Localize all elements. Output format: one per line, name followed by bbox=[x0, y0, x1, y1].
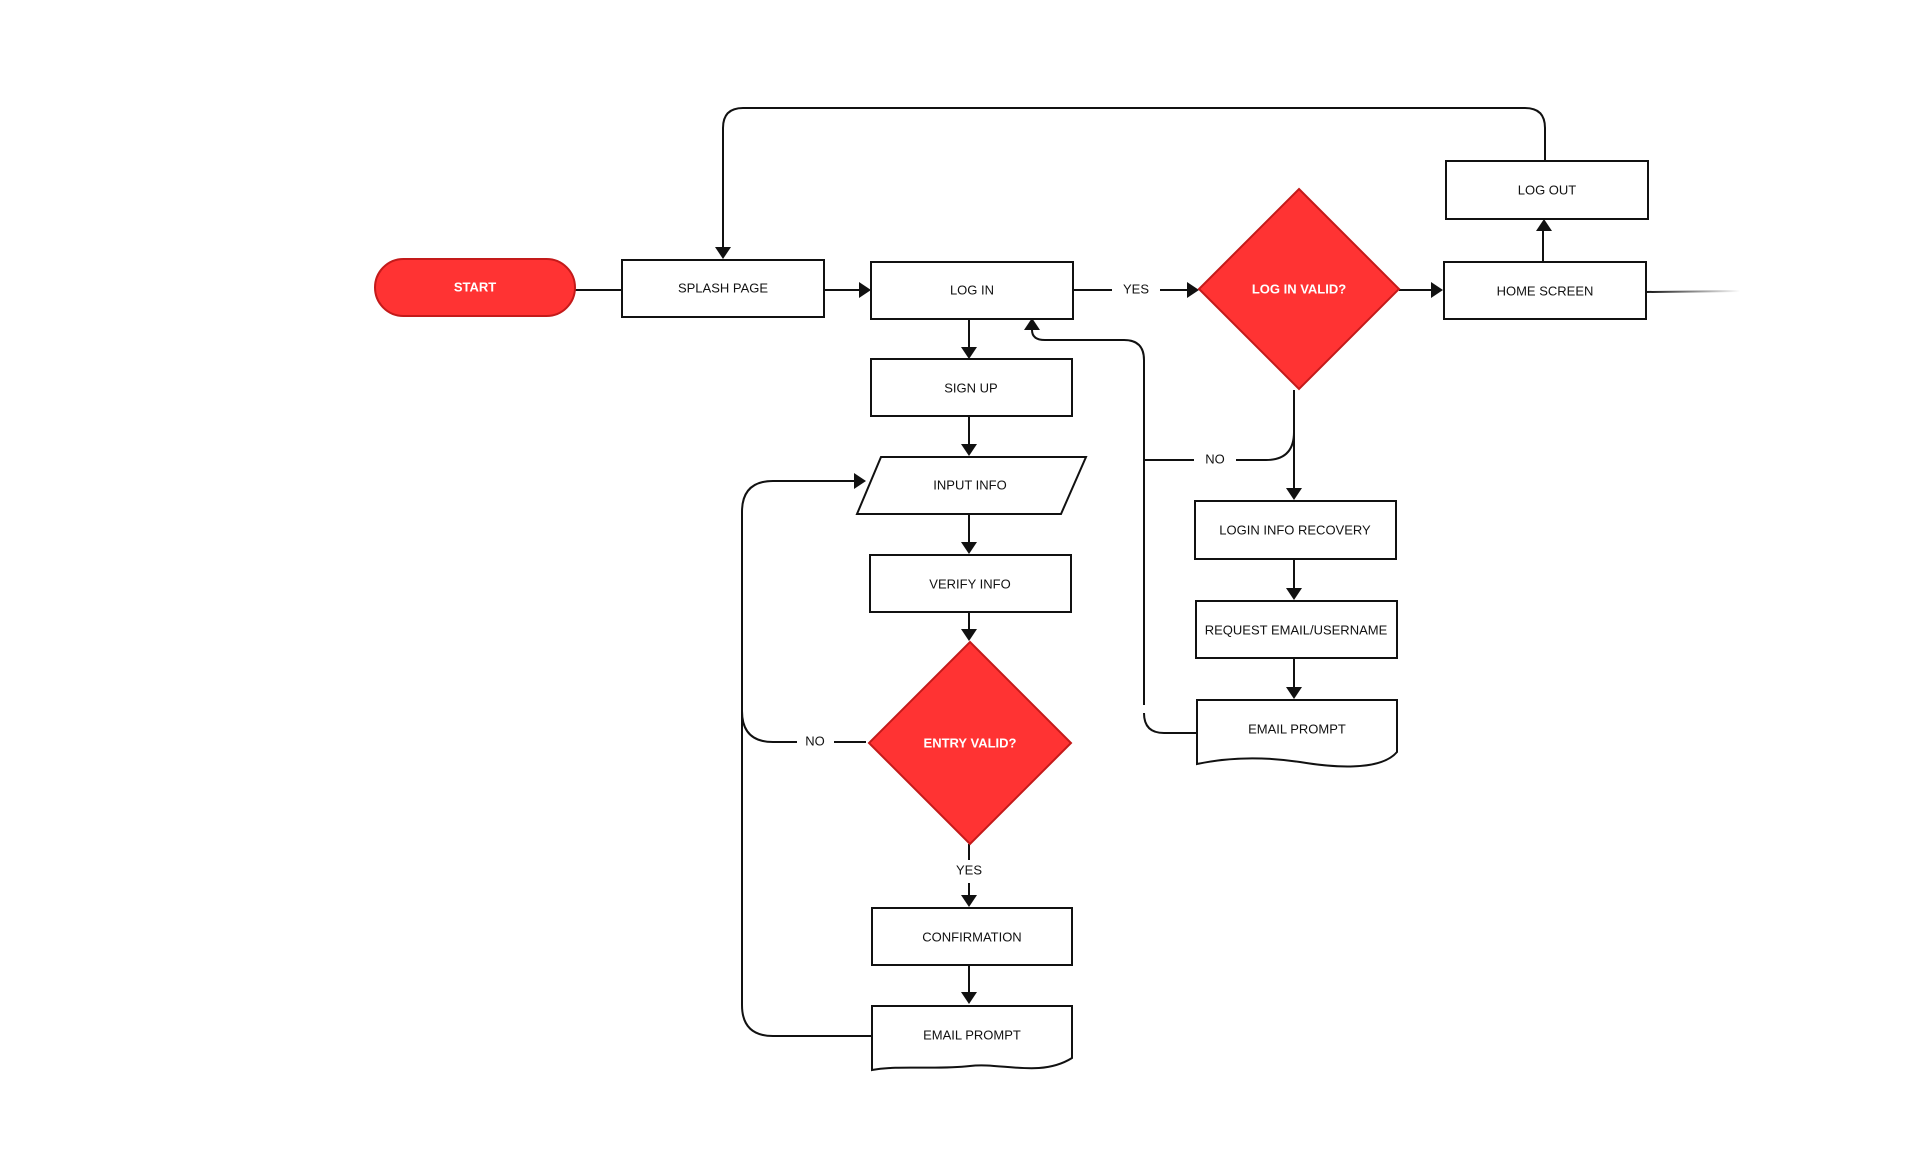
request-email-username-label: REQUEST EMAIL/USERNAME bbox=[1205, 622, 1388, 637]
email-prompt-recovery-node[interactable]: EMAIL PROMPT bbox=[1196, 699, 1398, 768]
arrowhead bbox=[961, 992, 977, 1004]
splash-page-shape bbox=[621, 259, 825, 318]
login-info-recovery-shape bbox=[1194, 500, 1397, 560]
login-info-recovery-label: LOGIN INFO RECOVERY bbox=[1219, 522, 1371, 537]
edge-logout-splash bbox=[722, 107, 1546, 248]
email-prompt-recovery-shape bbox=[1196, 699, 1398, 768]
verify-info-shape bbox=[869, 554, 1072, 613]
email-prompt-signup-label: EMAIL PROMPT bbox=[923, 1027, 1021, 1042]
splash-page-label: SPLASH PAGE bbox=[678, 280, 768, 295]
sign-up-node[interactable]: SIGN UP bbox=[870, 358, 1073, 417]
email-prompt-signup-node[interactable]: EMAIL PROMPT bbox=[871, 1005, 1073, 1072]
edge-home-continue bbox=[1645, 290, 1741, 293]
connectors bbox=[575, 107, 1741, 1037]
edge-recovery-email-loop bbox=[1143, 712, 1196, 734]
verify-info-label: VERIFY INFO bbox=[929, 576, 1010, 591]
arrowhead bbox=[1536, 219, 1552, 231]
login-info-recovery-node[interactable]: LOGIN INFO RECOVERY bbox=[1194, 500, 1397, 560]
arrowhead bbox=[1187, 282, 1199, 298]
request-email-username-node[interactable]: REQUEST EMAIL/USERNAME bbox=[1195, 600, 1398, 659]
confirmation-label: CONFIRMATION bbox=[922, 929, 1021, 944]
start-node[interactable]: START bbox=[374, 258, 576, 317]
edge-label-login-yes: YES bbox=[1123, 281, 1149, 296]
arrowhead bbox=[961, 444, 977, 456]
input-info-node[interactable]: INPUT INFO bbox=[855, 456, 1088, 515]
arrowhead bbox=[961, 895, 977, 907]
confirmation-node[interactable]: CONFIRMATION bbox=[871, 907, 1073, 966]
edge-label-entry-no: NO bbox=[805, 733, 825, 748]
splash-page-node[interactable]: SPLASH PAGE bbox=[621, 259, 825, 318]
edge-valid-no-a bbox=[1236, 390, 1295, 461]
input-info-shape bbox=[855, 456, 1088, 515]
log-in-shape bbox=[870, 261, 1074, 320]
log-out-label: LOG OUT bbox=[1518, 182, 1577, 197]
log-out-shape bbox=[1445, 160, 1649, 220]
log-in-node[interactable]: LOG IN bbox=[870, 261, 1074, 320]
edge-email-input-loop bbox=[741, 480, 872, 1037]
entry-valid-node[interactable]: ENTRY VALID? bbox=[867, 640, 1073, 846]
arrowhead bbox=[1286, 588, 1302, 600]
start-label: START bbox=[454, 279, 496, 294]
arrowhead bbox=[854, 473, 866, 489]
email-prompt-recovery-label: EMAIL PROMPT bbox=[1248, 721, 1346, 736]
edge-label-login-no: NO bbox=[1205, 451, 1225, 466]
home-screen-label: HOME SCREEN bbox=[1497, 283, 1594, 298]
input-info-label: INPUT INFO bbox=[933, 477, 1006, 492]
home-screen-shape bbox=[1443, 261, 1647, 320]
arrowhead bbox=[859, 282, 871, 298]
entry-valid-shape bbox=[867, 640, 1073, 846]
edge-label-entry-yes: YES bbox=[956, 862, 982, 877]
log-out-node[interactable]: LOG OUT bbox=[1445, 160, 1649, 220]
arrowhead bbox=[961, 542, 977, 554]
arrowhead bbox=[1286, 687, 1302, 699]
arrowhead bbox=[1431, 282, 1443, 298]
arrowhead bbox=[715, 247, 731, 259]
arrowhead bbox=[1024, 318, 1040, 330]
log-in-valid-node[interactable]: LOG IN VALID? bbox=[1197, 187, 1401, 391]
email-prompt-signup-shape bbox=[871, 1005, 1073, 1072]
log-in-valid-shape bbox=[1197, 187, 1401, 391]
sign-up-shape bbox=[870, 358, 1073, 417]
entry-valid-label: ENTRY VALID? bbox=[924, 735, 1017, 750]
edge-labels: YES NO NO YES bbox=[805, 281, 1225, 877]
request-email-username-shape bbox=[1195, 600, 1398, 659]
log-in-label: LOG IN bbox=[950, 282, 994, 297]
arrowhead bbox=[961, 347, 977, 359]
edge-valid-no-c bbox=[1031, 329, 1145, 705]
sign-up-label: SIGN UP bbox=[944, 380, 997, 395]
home-screen-node[interactable]: HOME SCREEN bbox=[1443, 261, 1647, 320]
log-in-valid-label: LOG IN VALID? bbox=[1252, 281, 1346, 296]
edge-entry-no-b bbox=[741, 710, 797, 743]
confirmation-shape bbox=[871, 907, 1073, 966]
arrowhead bbox=[961, 629, 977, 641]
start-shape bbox=[374, 258, 576, 317]
arrowhead bbox=[1286, 488, 1302, 500]
verify-info-node[interactable]: VERIFY INFO bbox=[869, 554, 1072, 613]
